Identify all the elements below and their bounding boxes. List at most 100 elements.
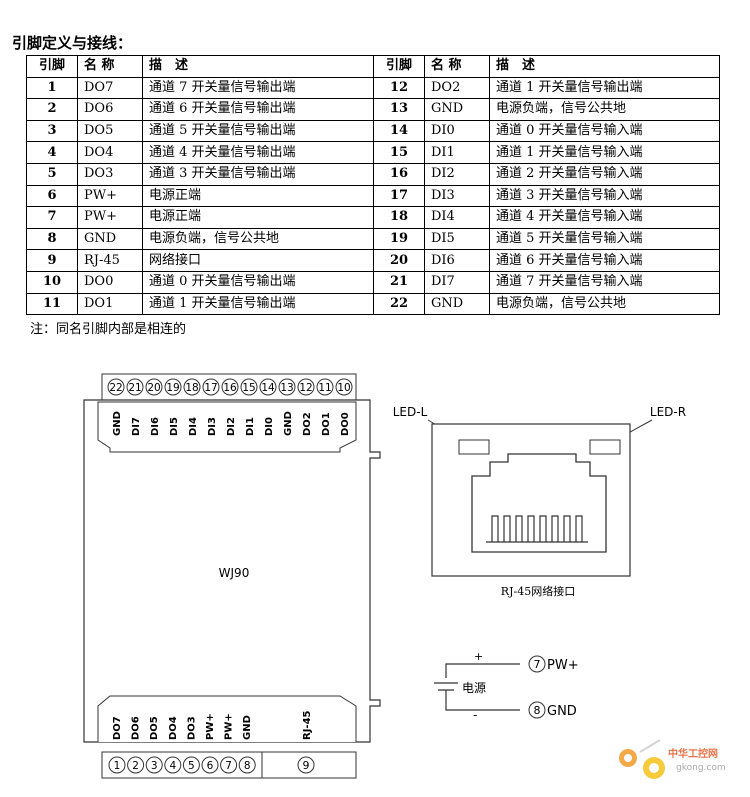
pin-description: 通道 2 开关量信号输入端 bbox=[489, 162, 720, 186]
power-plus-sign: + bbox=[474, 650, 483, 663]
terminal-number-marker bbox=[240, 378, 258, 396]
pin-9-marker bbox=[297, 756, 315, 774]
terminal-number-marker bbox=[278, 378, 296, 396]
terminal-number-marker bbox=[107, 378, 125, 396]
pin-name: DI1 bbox=[424, 141, 490, 164]
pin-description: 通道 1 开关量信号输出端 bbox=[142, 292, 374, 316]
table-header-row: 引脚 名 称 描 述 引脚 名 称 描 述 bbox=[26, 55, 720, 78]
rj45-terminal-block bbox=[261, 751, 357, 779]
gkong-logo: 中华工控网 gkong.com bbox=[619, 739, 726, 779]
terminal-label: GND bbox=[283, 411, 294, 436]
terminal-number: 4 bbox=[169, 760, 176, 772]
terminal-number-marker bbox=[182, 756, 200, 774]
pin-number: 15 bbox=[373, 141, 425, 164]
pin-number: 4 bbox=[26, 141, 78, 164]
pin-name: DO0 bbox=[77, 270, 143, 294]
pin-name: DI4 bbox=[424, 206, 490, 229]
pin-number: 19 bbox=[373, 227, 425, 251]
watermark-brand: 中华工控网 bbox=[668, 747, 718, 760]
bottom-label-panel bbox=[97, 695, 357, 742]
section-heading: 引脚定义与接线： bbox=[12, 34, 133, 52]
terminal-label: GND bbox=[242, 715, 253, 740]
terminal-number: 7 bbox=[225, 760, 232, 772]
terminal-number: 6 bbox=[207, 760, 214, 772]
terminal-number-marker bbox=[202, 378, 220, 396]
terminal-number: 14 bbox=[261, 382, 275, 394]
pin-7-label: PW+ bbox=[547, 658, 579, 673]
terminal-number-marker bbox=[259, 378, 277, 396]
terminal-number-marker bbox=[316, 378, 334, 396]
terminal-label: DO6 bbox=[131, 716, 142, 740]
terminal-number: 2 bbox=[132, 760, 139, 772]
pin-description: 通道 6 开关量信号输出端 bbox=[142, 98, 374, 121]
terminal-number: 10 bbox=[337, 382, 350, 394]
pin-description: 通道 5 开关量信号输出端 bbox=[142, 119, 374, 143]
terminal-label: DO1 bbox=[321, 412, 332, 436]
module-name: WJ90 bbox=[219, 566, 250, 580]
pin-description: 通道 1 开关量信号输入端 bbox=[489, 141, 720, 164]
pin-7-number: 7 bbox=[534, 658, 541, 671]
terminal-label: DO7 bbox=[112, 716, 123, 740]
terminal-number-marker bbox=[221, 378, 239, 396]
terminal-label: DI4 bbox=[188, 417, 199, 436]
terminal-number: 13 bbox=[280, 382, 293, 394]
led-left-window bbox=[458, 439, 490, 455]
terminal-number: 17 bbox=[204, 382, 217, 394]
terminal-label: DI0 bbox=[264, 417, 275, 436]
pin-description: 通道 3 开关量信号输出端 bbox=[142, 162, 374, 186]
terminal-label: DI6 bbox=[150, 417, 161, 436]
pin-number: 6 bbox=[26, 184, 78, 208]
pin-name: DO4 bbox=[77, 141, 143, 164]
terminal-number: 3 bbox=[151, 760, 158, 772]
pin-name: DI3 bbox=[424, 184, 490, 208]
bottom-terminal-block bbox=[101, 751, 263, 779]
terminal-number: 1 bbox=[114, 760, 121, 772]
pin-description: 通道 4 开关量信号输入端 bbox=[489, 206, 720, 229]
pin-description: 电源负端，信号公共地 bbox=[489, 292, 720, 316]
terminal-label: DO0 bbox=[340, 412, 351, 436]
terminal-number-marker bbox=[108, 756, 126, 774]
terminal-number: 21 bbox=[128, 382, 141, 394]
pin-9-number: 9 bbox=[303, 759, 310, 772]
pin-description: 通道 6 开关量信号输入端 bbox=[489, 249, 720, 272]
rj45-caption: RJ-45网络接口 bbox=[501, 584, 575, 598]
pin-8-marker bbox=[528, 701, 546, 719]
terminal-number-marker bbox=[145, 756, 163, 774]
led-left-label: LED-L bbox=[393, 405, 428, 419]
power-minus-sign: - bbox=[473, 708, 477, 722]
pin-name: DO5 bbox=[77, 119, 143, 143]
pin-name: DO1 bbox=[77, 292, 143, 316]
led-right-label: LED-R bbox=[650, 405, 686, 419]
rj45-port-label: RJ-45 bbox=[302, 710, 313, 740]
pin-number: 5 bbox=[26, 162, 78, 186]
terminal-number: 12 bbox=[299, 382, 312, 394]
terminal-number-marker bbox=[164, 756, 182, 774]
terminal-number: 11 bbox=[318, 382, 331, 394]
terminal-label: DO2 bbox=[302, 412, 313, 436]
terminal-number-marker bbox=[220, 756, 238, 774]
pin-description: 通道 7 开关量信号输出端 bbox=[142, 76, 374, 100]
pin-description: 通道 7 开关量信号输入端 bbox=[489, 270, 720, 294]
led-right-window bbox=[589, 439, 621, 455]
terminal-label: DI7 bbox=[131, 417, 142, 436]
pin-description: 电源正端 bbox=[142, 206, 374, 229]
terminal-number: 8 bbox=[244, 760, 251, 772]
pin-description: 电源正端 bbox=[142, 184, 374, 208]
pin-number: 17 bbox=[373, 184, 425, 208]
terminal-label: DO4 bbox=[168, 716, 179, 740]
pin-name: GND bbox=[77, 227, 143, 251]
terminal-label: DI2 bbox=[226, 417, 237, 436]
terminal-label: GND bbox=[112, 411, 123, 436]
pin-number: 11 bbox=[26, 292, 78, 316]
pin-7-marker bbox=[528, 655, 546, 673]
terminal-label: PW+ bbox=[224, 713, 235, 740]
terminal-label: DO5 bbox=[149, 716, 160, 740]
power-source-symbol bbox=[434, 663, 520, 711]
pin-8-number: 8 bbox=[534, 704, 541, 717]
terminal-number: 5 bbox=[188, 760, 195, 772]
